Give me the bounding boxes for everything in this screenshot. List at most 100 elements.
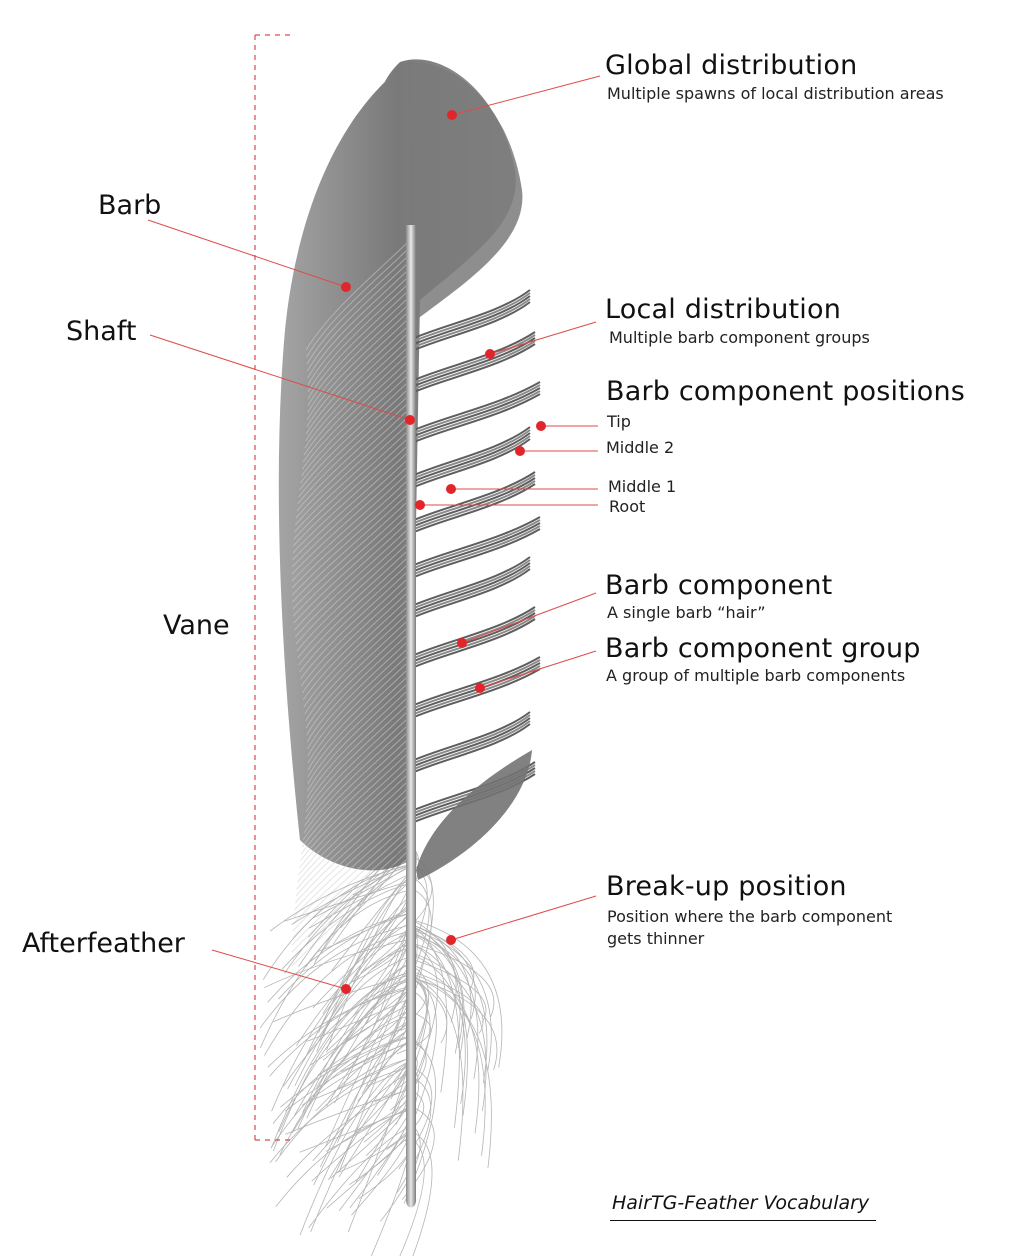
fluff-strand [269, 986, 411, 1077]
barb-component [413, 298, 531, 348]
barb-component [413, 474, 536, 524]
barb-strand [305, 610, 411, 722]
fluff-strand [278, 980, 411, 1132]
fluff-strand [263, 938, 411, 989]
fluff-strand [413, 934, 460, 1128]
barb-strand [307, 652, 411, 764]
barb-strand [306, 316, 411, 428]
barb-component [413, 393, 541, 443]
label-root: Root [609, 497, 646, 516]
barb-strand [297, 547, 411, 659]
barb-component-group [413, 606, 536, 668]
barb-strand [291, 463, 411, 575]
label-component-sub: A single barb “hair” [607, 603, 766, 622]
barb-component [413, 426, 531, 476]
fluff-strand [304, 908, 411, 1060]
label-global-sub: Multiple spawns of local distribution ar… [607, 84, 944, 103]
fluff-strand [328, 1062, 411, 1181]
barb-component [413, 289, 531, 339]
barb-component [413, 429, 531, 479]
barb-strand [307, 645, 411, 757]
barb-strand [291, 484, 411, 596]
fluff-strand [413, 933, 464, 1048]
barb-component-group [413, 289, 531, 351]
fluff-strand [413, 974, 486, 1156]
fluff-strand [316, 882, 411, 1052]
label-barb: Barb [98, 190, 162, 221]
barb-component [413, 568, 531, 618]
barb-strand [307, 302, 411, 414]
fluff-strand [413, 976, 464, 1161]
label-component-title: Barb component [605, 570, 833, 601]
marker-barb [341, 282, 351, 292]
fluff-strand [281, 882, 411, 970]
label-breakup-sub1: Position where the barb component [607, 907, 893, 926]
barb-strand [292, 827, 411, 939]
fluff-strand [311, 1106, 411, 1182]
fluff-strand [285, 1042, 411, 1112]
fluff-strand [413, 979, 448, 1044]
barb-strand [307, 281, 411, 393]
barb-strand [300, 568, 411, 680]
fluff-strand [312, 922, 411, 1009]
barb-component [413, 714, 531, 764]
barb-strand [304, 715, 411, 827]
markers [341, 110, 546, 994]
barb-component [413, 711, 531, 761]
barb-component [413, 559, 531, 609]
marker-middle1 [446, 484, 456, 494]
barb-component [413, 295, 531, 345]
fluff-strand [317, 1022, 411, 1076]
barb-strand [307, 680, 411, 792]
fluff-strand [306, 963, 411, 1119]
barb-component [413, 720, 531, 770]
barb-strand [291, 477, 411, 589]
barb-strand [291, 456, 411, 568]
barb-strand [294, 526, 411, 638]
barb-component [413, 471, 536, 521]
barb-strand [293, 428, 411, 540]
fluff-strand [294, 943, 411, 1087]
barb-strand [298, 554, 411, 666]
barb-strand [307, 288, 411, 400]
label-tip: Tip [607, 412, 631, 431]
barb-component [413, 717, 531, 767]
barb-component [413, 618, 536, 668]
barb-component-groups [413, 289, 541, 823]
barb-component-group [413, 711, 531, 773]
marker-root [415, 500, 425, 510]
barb-strand [296, 400, 411, 512]
label-afterfeather: Afterfeather [22, 928, 185, 959]
label-global-title: Global distribution [605, 50, 858, 81]
fluff-strand [309, 873, 411, 929]
fluff-strand [307, 997, 411, 1042]
barb-component-group [413, 331, 536, 393]
barb-strand [296, 778, 411, 890]
fluff-strand [406, 943, 438, 1099]
label-positions-title: Barb component positions [606, 376, 966, 407]
barb-strand [307, 673, 411, 785]
barb-component [413, 483, 536, 533]
barb-strand [299, 750, 411, 862]
fluff-strand [310, 1061, 411, 1233]
barb-strand [291, 834, 411, 946]
barb-strand [291, 855, 411, 967]
fluff-strand [298, 856, 411, 967]
leader-lines [147, 75, 601, 990]
fluff-strand [280, 1035, 411, 1108]
label-local-sub: Multiple barb component groups [609, 328, 870, 347]
barb-strand [306, 631, 411, 743]
fluff-strand [260, 889, 411, 1049]
barb-component [413, 528, 541, 578]
fluff-strand [278, 913, 411, 1000]
barb-component [413, 381, 541, 431]
barb-strand [304, 337, 411, 449]
barb-strand [302, 589, 411, 701]
fluff-strand [272, 1026, 411, 1124]
caption-underline [610, 1220, 876, 1221]
fluff-strand [291, 865, 411, 925]
barb-strand [299, 757, 411, 869]
fluff-strand [413, 965, 480, 1134]
fluff-strand [413, 925, 475, 990]
